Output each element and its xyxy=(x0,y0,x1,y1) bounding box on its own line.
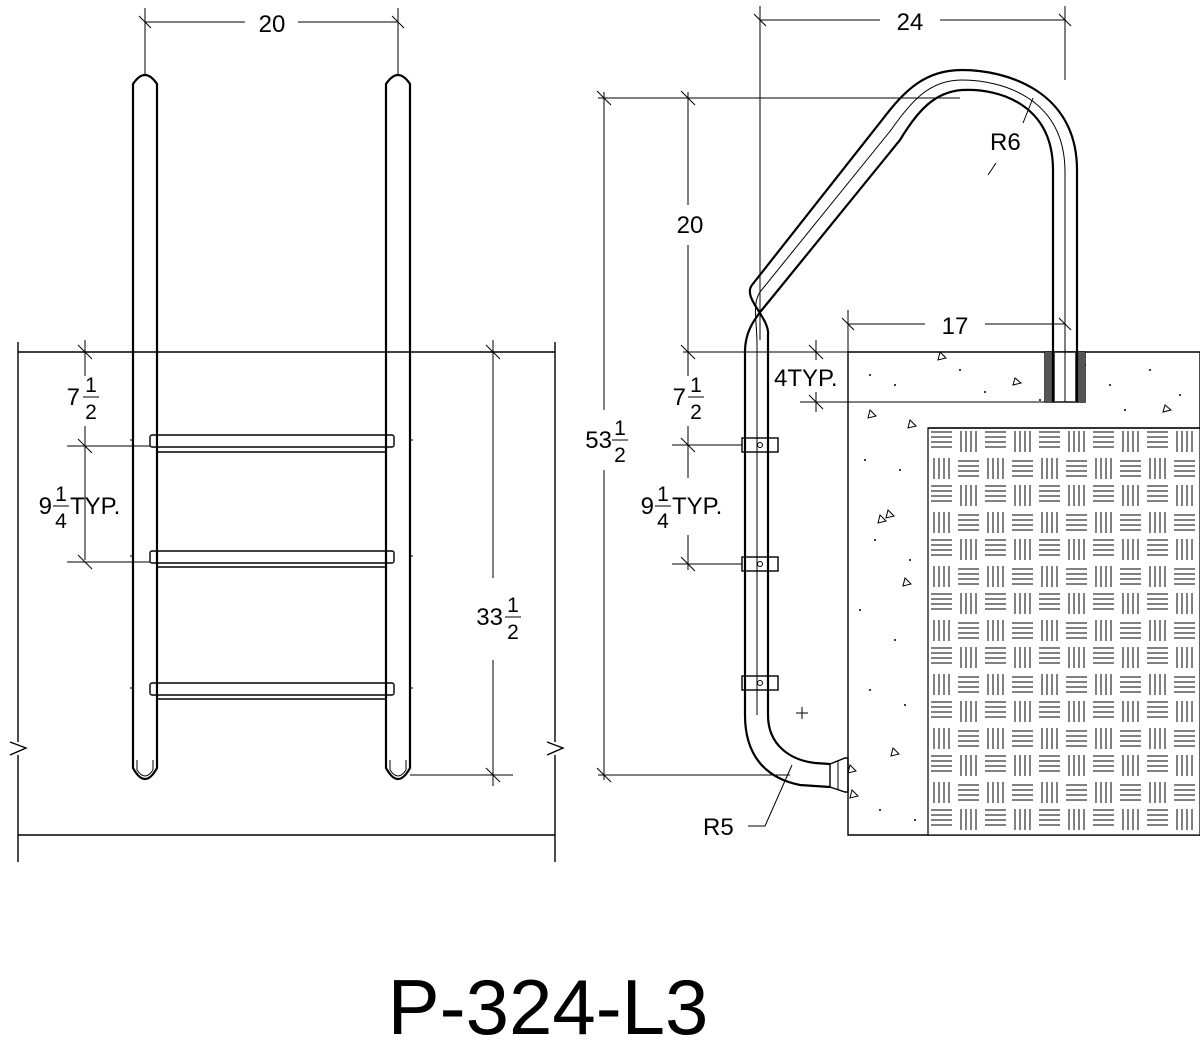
front-width-dimension: 20 xyxy=(138,8,405,76)
side-tread-bracket-2 xyxy=(741,556,779,572)
side-top-offset-num: 1 xyxy=(690,374,702,397)
front-step-spacing-dimension: 9 1 4 TYP. xyxy=(39,483,121,533)
wall-escutcheon xyxy=(829,757,849,793)
side-overall-num: 1 xyxy=(614,417,626,440)
side-step-dimensions: 7 1 2 9 1 4 TYP. xyxy=(641,374,742,572)
side-height-dimensions: 53 1 2 20 xyxy=(585,90,960,783)
centre-mark xyxy=(796,707,808,719)
front-view: 20 7 1 2 9 1 4 TYP. xyxy=(9,8,565,862)
side-reach-label: 24 xyxy=(897,9,924,36)
front-top-offset-whole: 7 xyxy=(67,384,80,411)
side-top-radius-callout: R6 xyxy=(987,97,1034,176)
front-step-spacing-whole: 9 xyxy=(39,493,52,520)
side-overall-whole: 53 xyxy=(585,427,612,454)
aggregate-dots xyxy=(859,364,1181,821)
front-depth-whole: 33 xyxy=(476,604,503,631)
front-top-offset-dimension: 7 1 2 xyxy=(67,340,150,570)
side-step-spacing-den: 4 xyxy=(657,510,669,533)
side-anchor-setback-label: 17 xyxy=(942,313,969,340)
side-view: 24 53 1 2 20 xyxy=(585,6,1200,841)
side-anchor-depth-dimension: 4TYP. xyxy=(774,340,1045,412)
front-step-spacing-num: 1 xyxy=(55,483,67,506)
side-bottom-radius-label: R5 xyxy=(703,814,734,841)
side-top-offset-den: 2 xyxy=(690,401,702,424)
side-tread-bracket-1 xyxy=(741,437,779,453)
front-tread-2 xyxy=(149,550,395,568)
side-step-spacing-whole: 9 xyxy=(641,493,654,520)
front-top-offset-den: 2 xyxy=(85,401,97,424)
side-top-offset-whole: 7 xyxy=(673,384,686,411)
side-overall-den: 2 xyxy=(614,444,626,467)
side-handrail xyxy=(743,68,1079,789)
side-tread-bracket-3 xyxy=(741,675,779,691)
side-anchor-setback-dimension: 17 xyxy=(841,310,1072,352)
side-top-radius-label: R6 xyxy=(990,129,1021,156)
front-depth-num: 1 xyxy=(507,594,519,617)
front-top-offset-num: 1 xyxy=(85,374,97,397)
pool-wall-section xyxy=(847,351,1200,836)
side-anchor-depth-label: 4TYP. xyxy=(774,365,838,392)
front-step-spacing-den: 4 xyxy=(55,510,67,533)
front-left-rail xyxy=(131,73,159,781)
front-depth-dimension: 33 1 2 xyxy=(410,340,521,786)
aggregate-marks xyxy=(847,351,1173,799)
front-step-spacing-suffix: TYP. xyxy=(70,493,120,520)
side-handrail-height-label: 20 xyxy=(677,212,704,239)
side-step-spacing-suffix: TYP. xyxy=(672,493,722,520)
front-depth-den: 2 xyxy=(507,621,519,644)
front-width-label: 20 xyxy=(259,11,286,38)
side-step-spacing-num: 1 xyxy=(657,483,669,506)
front-right-rail xyxy=(384,73,412,781)
model-number: P-324-L3 xyxy=(388,963,709,1042)
front-tread-3 xyxy=(149,682,395,700)
side-reach-dimension: 24 xyxy=(753,6,1072,340)
front-tread-1 xyxy=(149,434,395,453)
side-bottom-radius-callout: R5 xyxy=(703,764,793,841)
